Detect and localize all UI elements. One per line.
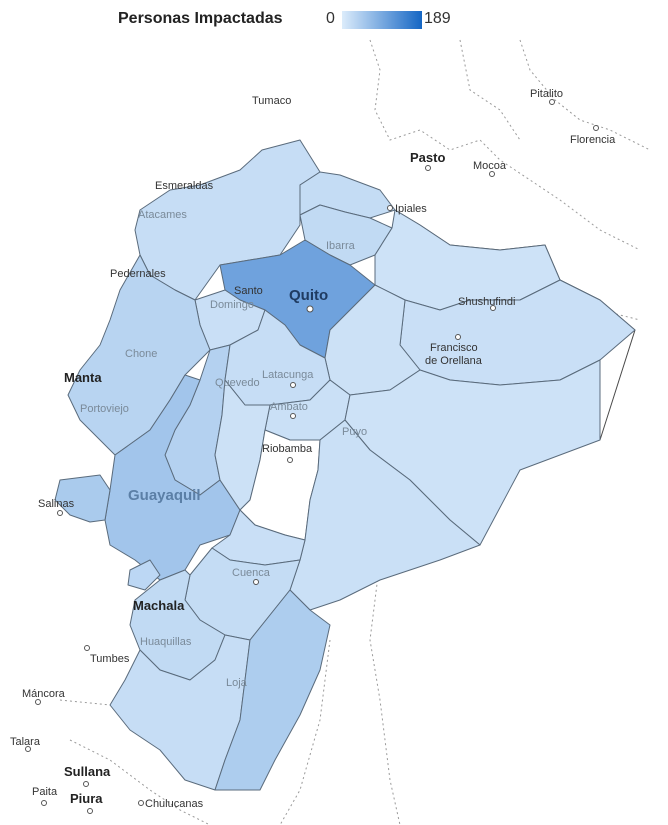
- city-dot-pitalito: [549, 99, 555, 105]
- label-santo-domingo-a: Santo: [234, 285, 263, 297]
- city-dot-salinas: [57, 510, 63, 516]
- city-labels: Tumaco Pitalito Florencia Pasto Mocoa Ip…: [10, 88, 616, 810]
- label-riobamba: Riobamba: [262, 443, 313, 455]
- label-francisco-b: de Orellana: [425, 355, 483, 367]
- label-sullana: Sullana: [64, 764, 111, 779]
- legend-title: Personas Impactadas: [118, 10, 283, 27]
- label-latacunga: Latacunga: [262, 369, 314, 381]
- label-cuenca: Cuenca: [232, 567, 271, 579]
- label-shushufindi: Shushufindi: [458, 296, 516, 308]
- city-dot-chulucanas: [138, 800, 144, 806]
- region-puna-island: [127, 559, 161, 591]
- city-dot-ambato: [290, 413, 296, 419]
- label-pitalito: Pitalito: [530, 88, 563, 100]
- label-tumbes: Tumbes: [90, 653, 130, 665]
- label-huaquillas: Huaquillas: [140, 636, 192, 648]
- city-dot-mocoa: [489, 171, 495, 177]
- label-loja: Loja: [226, 677, 248, 689]
- city-dot-shushufindi: [490, 305, 496, 311]
- label-tumaco: Tumaco: [252, 95, 291, 107]
- label-machala: Machala: [133, 598, 185, 613]
- label-mancora: Máncora: [22, 688, 66, 700]
- label-talara: Talara: [10, 736, 41, 748]
- legend-max-label: 189: [424, 10, 451, 27]
- legend-gradient-bar: [342, 11, 422, 29]
- label-ipiales: Ipiales: [395, 203, 427, 215]
- provinces: [54, 139, 636, 791]
- label-manta: Manta: [64, 370, 102, 385]
- city-dot-paita: [41, 800, 47, 806]
- label-atacames: Atacames: [138, 209, 187, 221]
- label-florencia: Florencia: [570, 134, 616, 146]
- label-piura: Piura: [70, 791, 103, 806]
- city-dot-latacunga: [290, 382, 296, 388]
- label-ambato: Ambato: [270, 401, 308, 413]
- city-markers: [25, 99, 599, 814]
- city-dot-mancora: [35, 699, 41, 705]
- label-francisco-a: Francisco: [430, 342, 478, 354]
- color-legend: Personas Impactadas 0 189: [0, 6, 668, 36]
- label-guayaquil: Guayaquil: [128, 487, 201, 504]
- label-puyo: Puyo: [342, 426, 367, 438]
- label-pedernales: Pedernales: [110, 268, 166, 280]
- city-dot-cuenca: [253, 579, 259, 585]
- label-ibarra: Ibarra: [326, 240, 356, 252]
- label-chulucanas: Chulucanas: [145, 798, 204, 810]
- label-mocoa: Mocoa: [473, 160, 507, 172]
- city-dot-francisco: [455, 334, 461, 340]
- label-pasto: Pasto: [410, 150, 445, 165]
- region-santa-elena[interactable]: [54, 474, 111, 523]
- city-dot-sullana: [83, 781, 89, 787]
- city-dot-piura: [87, 808, 93, 814]
- label-santo-domingo-b: Domingo: [210, 299, 254, 311]
- region-morona-santiago[interactable]: [289, 419, 481, 611]
- label-salinas: Salinas: [38, 498, 75, 510]
- legend-min-label: 0: [326, 10, 335, 27]
- region-zamora-chinchipe[interactable]: [214, 589, 331, 791]
- city-dot-ipiales: [387, 205, 393, 211]
- label-paita: Paita: [32, 786, 58, 798]
- city-dot-quito: [306, 305, 314, 313]
- city-dot-riobamba: [287, 457, 293, 463]
- label-chone: Chone: [125, 348, 157, 360]
- label-quito: Quito: [289, 287, 328, 304]
- label-quevedo: Quevedo: [215, 377, 260, 389]
- city-dot-talara: [25, 746, 31, 752]
- city-dot-florencia: [593, 125, 599, 131]
- label-esmeraldas: Esmeraldas: [155, 180, 214, 192]
- label-portoviejo: Portoviejo: [80, 403, 129, 415]
- city-dot-tumbes: [84, 645, 90, 651]
- city-dot-pasto: [425, 165, 431, 171]
